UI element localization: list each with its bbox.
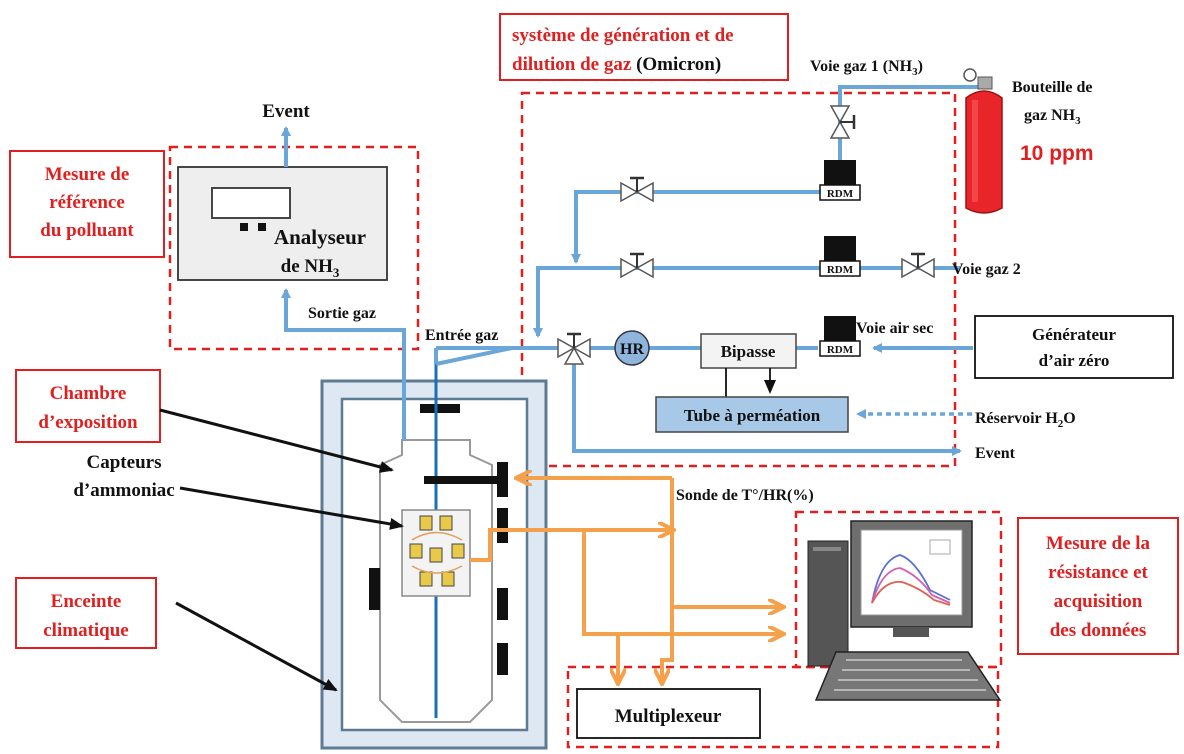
- analyzer-button: [240, 223, 248, 231]
- generator-label-line1: Générateur: [1032, 325, 1116, 344]
- omicron-system-box: [520, 91, 957, 468]
- resistance-label-line4: des données: [1050, 620, 1147, 641]
- multiplexer-zone-box: [566, 665, 1000, 749]
- voie-gaz-2-label: Voie gaz 2: [952, 261, 1021, 278]
- reference-label-line3: du polluant: [40, 220, 134, 241]
- bypass-box: [700, 333, 797, 369]
- bypass-label: Bipasse: [721, 342, 776, 361]
- capteurs-label-line1: Capteurs: [87, 452, 162, 473]
- analyzer-button: [258, 223, 266, 231]
- climatic-label-line2: climatique: [43, 620, 129, 641]
- analyzer-label-line1: Analyseur: [274, 225, 366, 249]
- event-top-label: Event: [262, 101, 310, 122]
- chamber-port: [497, 508, 508, 543]
- valve-icon: [901, 252, 935, 279]
- generator-label-line2: d’air zéro: [1039, 351, 1110, 370]
- multiplexer-label: Multiplexeur: [615, 706, 722, 727]
- three-way-valve-icon: [557, 332, 591, 365]
- reference-box: [168, 145, 420, 351]
- climatic-label-line1: Enceinte: [51, 591, 122, 612]
- valve-icon: [620, 252, 654, 279]
- reference-label-line2: référence: [49, 192, 125, 213]
- entree-gaz-label: Entrée gaz: [425, 327, 498, 344]
- rdm-label: RDM: [827, 344, 854, 356]
- reservoir-label: Réservoir H2O: [975, 410, 1076, 430]
- chamber-port: [497, 462, 508, 497]
- event-right-label: Event: [975, 445, 1016, 462]
- voie-gaz-1-label: Voie gaz 1 (NH3): [810, 58, 923, 78]
- chamber-lid: [420, 404, 460, 413]
- flow-controller-3: RDM: [819, 316, 861, 357]
- sortie-gaz-label: Sortie gaz: [308, 305, 376, 322]
- chamber-port: [369, 568, 380, 610]
- enclosure-pointer: [175, 601, 338, 692]
- rdm-label: RDM: [827, 264, 854, 276]
- humidity-sensor: [614, 330, 650, 366]
- resistance-label-line2: résistance et: [1048, 562, 1148, 583]
- reference-label-line1: Mesure de: [45, 164, 130, 185]
- chamber-label-line2: d’exposition: [38, 412, 138, 433]
- resistance-label-line3: acquisition: [1054, 591, 1143, 612]
- flow-controller-1: RDM: [819, 160, 861, 201]
- temperature-humidity-probe: [424, 476, 497, 484]
- bottle-concentration: 10 ppm: [1020, 142, 1094, 165]
- voie-air-sec-label: Voie air sec: [856, 320, 933, 337]
- permeation-tube: [655, 396, 849, 433]
- chamber-pointer: [159, 408, 394, 473]
- nh3-analyzer: [177, 166, 388, 281]
- chamber-label-line1: Chambre: [50, 383, 127, 404]
- chamber-port: [497, 643, 508, 675]
- valve-icon: [620, 176, 654, 203]
- nh3-gas-bottle: [963, 68, 1003, 214]
- chamber-port: [497, 588, 508, 620]
- reference-label-box: [9, 150, 165, 258]
- permeation-tube-label: Tube à perméation: [684, 406, 821, 425]
- chamber-label-box: [15, 369, 161, 443]
- climatic-label-box: [15, 577, 157, 649]
- sensors-pointer: [179, 486, 404, 530]
- flow-controller-2: RDM: [819, 236, 861, 277]
- resistance-label-box: [1017, 517, 1179, 655]
- bottle-label-line2: gaz NH3: [1024, 107, 1081, 127]
- multiplexer-box: [576, 688, 761, 739]
- signal-wires: [470, 478, 782, 682]
- resistance-label-line1: Mesure de la: [1046, 533, 1151, 554]
- sensor-chips: [409, 515, 465, 587]
- sonde-label: Sonde de T°/HR(%): [676, 487, 814, 504]
- computer-icon: [807, 520, 1002, 701]
- omicron-title-line1: système de génération et de: [512, 25, 734, 46]
- analyzer-display: [211, 187, 291, 219]
- capteurs-label-line2: d’ammoniac: [73, 480, 174, 501]
- omicron-title-line2: dilution de gaz (Omicron): [512, 54, 721, 75]
- bottle-label-line1: Bouteille de: [1012, 79, 1092, 96]
- analyzer-label-line2: de NH3: [281, 256, 340, 280]
- valve-icon: [829, 105, 856, 139]
- hr-label: HR: [620, 341, 644, 358]
- analyzer-pipes: [281, 126, 406, 440]
- zero-air-generator: [974, 315, 1174, 379]
- omicron-label-box: [499, 13, 789, 81]
- rdm-label: RDM: [827, 188, 854, 200]
